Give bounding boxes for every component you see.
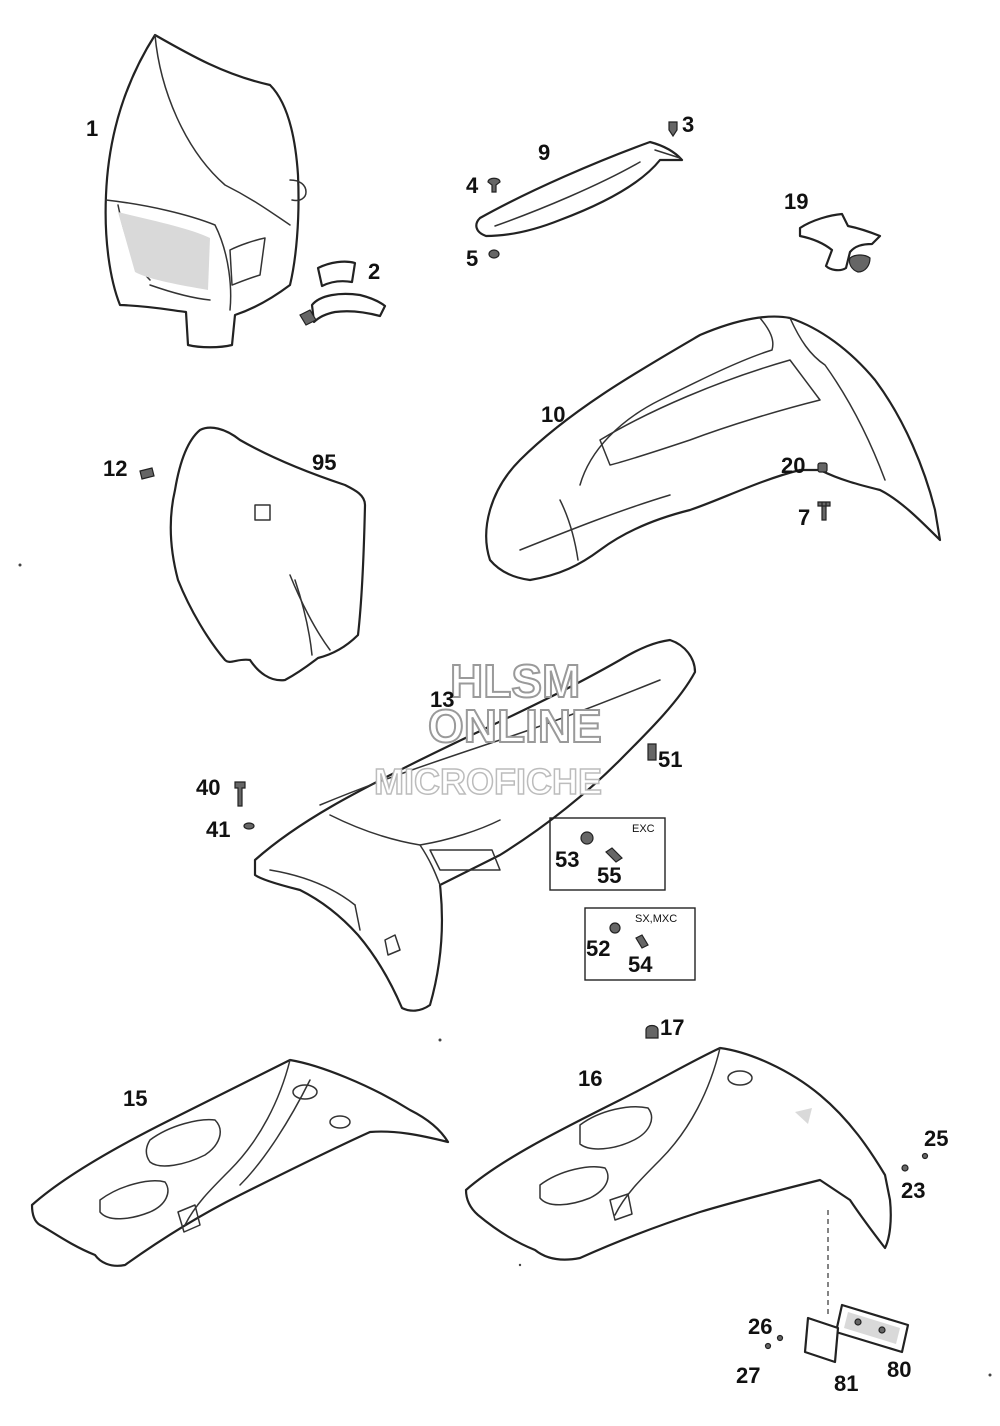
exc-kit-box: EXC xyxy=(549,817,666,891)
callout-17: 17 xyxy=(660,1015,684,1040)
screw-4 xyxy=(487,177,501,193)
front-fender-part-16 xyxy=(464,1046,892,1261)
callout-15: 15 xyxy=(123,1086,147,1111)
screw-25 xyxy=(921,1152,929,1160)
screw-51 xyxy=(647,743,657,761)
watermark-line-2: ONLINE xyxy=(428,700,602,752)
callout-25: 25 xyxy=(924,1126,948,1151)
callout-7: 7 xyxy=(798,505,810,530)
washer-41 xyxy=(243,822,255,830)
bolt-40 xyxy=(234,781,246,807)
watermark-line-3: MICROFICHE xyxy=(374,761,602,802)
exc-box-title: EXC xyxy=(632,823,655,835)
bolt-3 xyxy=(668,121,678,138)
callout-23: 23 xyxy=(901,1178,925,1203)
front-fender-part-10 xyxy=(485,315,942,582)
callout-95: 95 xyxy=(312,450,336,475)
callout-3: 3 xyxy=(682,112,694,137)
callout-16: 16 xyxy=(578,1066,602,1091)
washer-27 xyxy=(764,1342,772,1350)
callout-54: 54 xyxy=(628,952,653,977)
bracket-part-19 xyxy=(798,212,882,273)
callout-40: 40 xyxy=(196,775,220,800)
callout-12: 12 xyxy=(103,456,127,481)
callout-52: 52 xyxy=(586,936,610,961)
callout-13: 13 xyxy=(430,687,454,712)
callout-labels: 1 2 3 4 5 9 19 10 12 95 20 7 13 51 40 41… xyxy=(86,112,948,1396)
clip-12 xyxy=(139,467,155,480)
callout-80: 80 xyxy=(887,1357,911,1382)
watermark-line-1: HLSM xyxy=(450,655,580,707)
callout-53: 53 xyxy=(555,847,579,872)
watermark: HLSM ONLINE MICROFICHE xyxy=(373,654,603,803)
nut-5 xyxy=(488,249,500,259)
callout-4: 4 xyxy=(466,173,479,198)
callout-19: 19 xyxy=(784,189,808,214)
screw-7 xyxy=(817,501,831,521)
callout-2: 2 xyxy=(368,259,380,284)
callout-9: 9 xyxy=(538,140,550,165)
callout-51: 51 xyxy=(658,747,682,772)
front-fender-part-15 xyxy=(30,1058,450,1267)
nut-26 xyxy=(776,1334,784,1342)
hardware-fasteners xyxy=(139,121,929,1350)
callout-10: 10 xyxy=(541,402,565,427)
rear-fender-part-13 xyxy=(253,638,697,1012)
nut-17 xyxy=(645,1024,659,1039)
callout-41: 41 xyxy=(206,817,230,842)
callout-26: 26 xyxy=(748,1314,772,1339)
callout-5: 5 xyxy=(466,246,478,271)
callout-20: 20 xyxy=(781,453,805,478)
number-plate-part-95 xyxy=(169,426,367,682)
reflector-holder-part-81 xyxy=(803,1316,840,1364)
washer-23 xyxy=(901,1164,909,1172)
callout-27: 27 xyxy=(736,1363,760,1388)
callout-55: 55 xyxy=(597,863,621,888)
sx-mxc-box-title: SX,MXC xyxy=(635,913,677,925)
callout-81: 81 xyxy=(834,1371,858,1396)
nut-20 xyxy=(817,462,828,473)
headlight-mask-part-1 xyxy=(104,33,307,349)
callout-1: 1 xyxy=(86,116,98,141)
clamp-part-2 xyxy=(299,260,387,326)
sx-mxc-kit-box: SX,MXC xyxy=(584,907,696,981)
reflector-part-80 xyxy=(834,1303,910,1354)
strip-part-9 xyxy=(475,140,684,238)
